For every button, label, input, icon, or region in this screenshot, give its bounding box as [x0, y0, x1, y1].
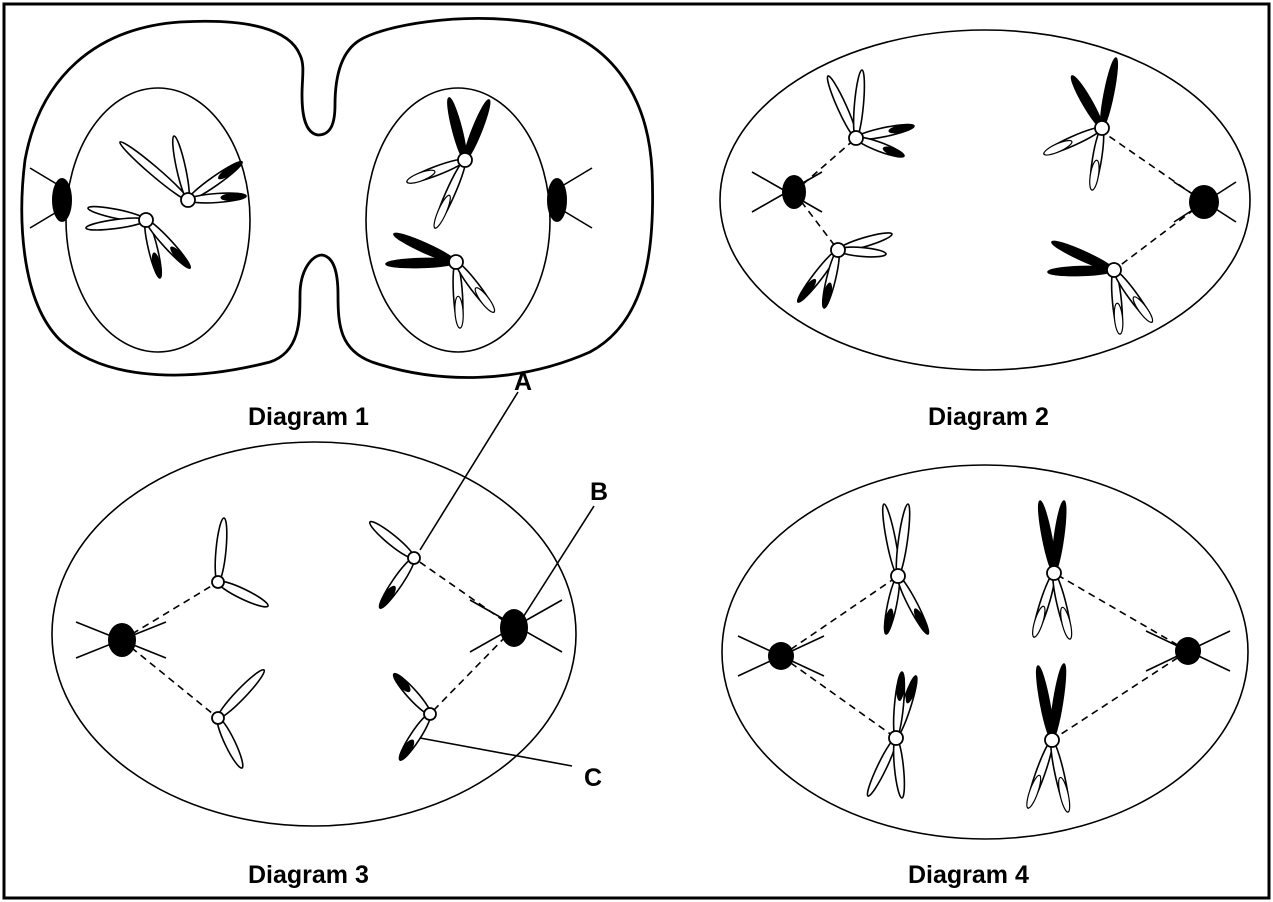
chromatid [392, 672, 432, 716]
diagram-1 [20, 17, 655, 379]
chromosome [406, 97, 491, 229]
diagram-3 [51, 391, 595, 827]
chromatid [378, 551, 421, 609]
pointer-line-b [519, 505, 595, 623]
nucleus-right [365, 87, 551, 353]
chromosome [1043, 57, 1119, 191]
centrosome-right [1173, 181, 1237, 223]
centrosome-right [1145, 630, 1231, 672]
centrosome-left [75, 621, 167, 659]
chromosome [85, 205, 192, 279]
chromosome [1026, 663, 1071, 813]
cell-membrane [51, 441, 577, 827]
caption-diagram-1: Diagram 1 [248, 403, 369, 431]
caption-diagram-2: Diagram 2 [928, 403, 1049, 431]
chromosome [385, 232, 496, 329]
label-c: C [584, 764, 602, 792]
centrosome-left [29, 167, 72, 229]
caption-diagram-3: Diagram 3 [248, 861, 369, 889]
dividing-cell-membrane [20, 17, 655, 379]
chromosome [796, 232, 893, 309]
label-a: A [514, 368, 532, 396]
diagram-4 [721, 464, 1249, 840]
chromosome [866, 671, 918, 799]
cell-membrane [719, 29, 1251, 371]
label-b: B [590, 478, 608, 506]
chromosome [119, 135, 247, 208]
centrosome-left [737, 635, 825, 677]
chromatid [398, 707, 437, 761]
chromosome [881, 503, 930, 635]
diagram-2 [719, 29, 1251, 371]
chromosome [1047, 240, 1154, 335]
chromatid [211, 711, 244, 769]
chromosome [1032, 500, 1073, 640]
chromatid [214, 517, 228, 583]
chromosome [826, 69, 915, 158]
centrosome-left [751, 171, 823, 213]
centrosome-right [547, 167, 593, 229]
pointer-line-c [419, 737, 573, 767]
centrosome-right [469, 599, 563, 653]
chromatid [211, 575, 269, 608]
nucleus-left [65, 87, 251, 353]
cell-membrane [721, 464, 1249, 840]
pointer-line-a [419, 391, 519, 551]
caption-diagram-4: Diagram 4 [908, 861, 1029, 889]
